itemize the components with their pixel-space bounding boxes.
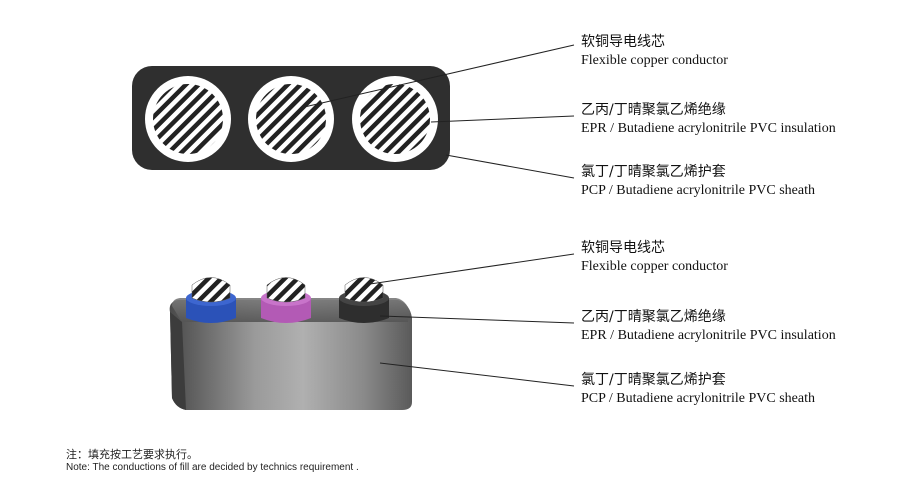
label-sheath-zh-bottom: 氯丁/丁晴聚氯乙烯护套 (581, 372, 726, 388)
label-insulation-en-top: EPR / Butadiene acrylonitrile PVC insula… (581, 121, 836, 136)
leader-line-insulation-bottom (379, 315, 575, 324)
label-conductor-en-bottom: Flexible copper conductor (581, 259, 728, 274)
core-2 (248, 76, 334, 162)
conductor-strands (266, 277, 306, 303)
perspective-view (169, 253, 575, 410)
core-3 (352, 76, 438, 162)
leader-line-conductor-top (299, 44, 575, 109)
sheath-left-edge (170, 312, 186, 410)
note-chinese: 注：填充按工艺要求执行。 (66, 448, 198, 461)
conductor (256, 84, 326, 154)
label-insulation-zh-top: 乙丙/丁晴聚氯乙烯绝缘 (581, 102, 726, 118)
conductor (153, 84, 223, 154)
conductor-strands (344, 277, 384, 303)
leader-line-insulation-top (430, 115, 575, 123)
label-sheath-zh-top: 氯丁/丁晴聚氯乙烯护套 (581, 164, 726, 180)
label-conductor-zh-bottom: 软铜导电线芯 (581, 240, 665, 256)
conductor (360, 84, 430, 154)
label-sheath-en-bottom: PCP / Butadiene acrylonitrile PVC sheath (581, 391, 815, 406)
label-sheath-en-top: PCP / Butadiene acrylonitrile PVC sheath (581, 183, 815, 198)
leader-line-conductor-bottom (369, 253, 575, 285)
label-conductor-en-top: Flexible copper conductor (581, 53, 728, 68)
label-insulation-zh-bottom: 乙丙/丁晴聚氯乙烯绝缘 (581, 309, 726, 325)
core-2-3d (261, 277, 311, 323)
cross-section (132, 44, 575, 179)
leader-line-sheath-top (445, 154, 575, 179)
label-insulation-en-bottom: EPR / Butadiene acrylonitrile PVC insula… (581, 328, 836, 343)
core-1-3d (186, 277, 236, 323)
leader-line-sheath-bottom (379, 362, 575, 387)
sheath-body (169, 300, 412, 410)
core-3-3d (339, 277, 389, 323)
note-english: Note: The conductions of fill are decide… (66, 462, 359, 473)
core-1 (145, 76, 231, 162)
conductor-strands (191, 277, 231, 303)
label-conductor-zh-top: 软铜导电线芯 (581, 34, 665, 50)
